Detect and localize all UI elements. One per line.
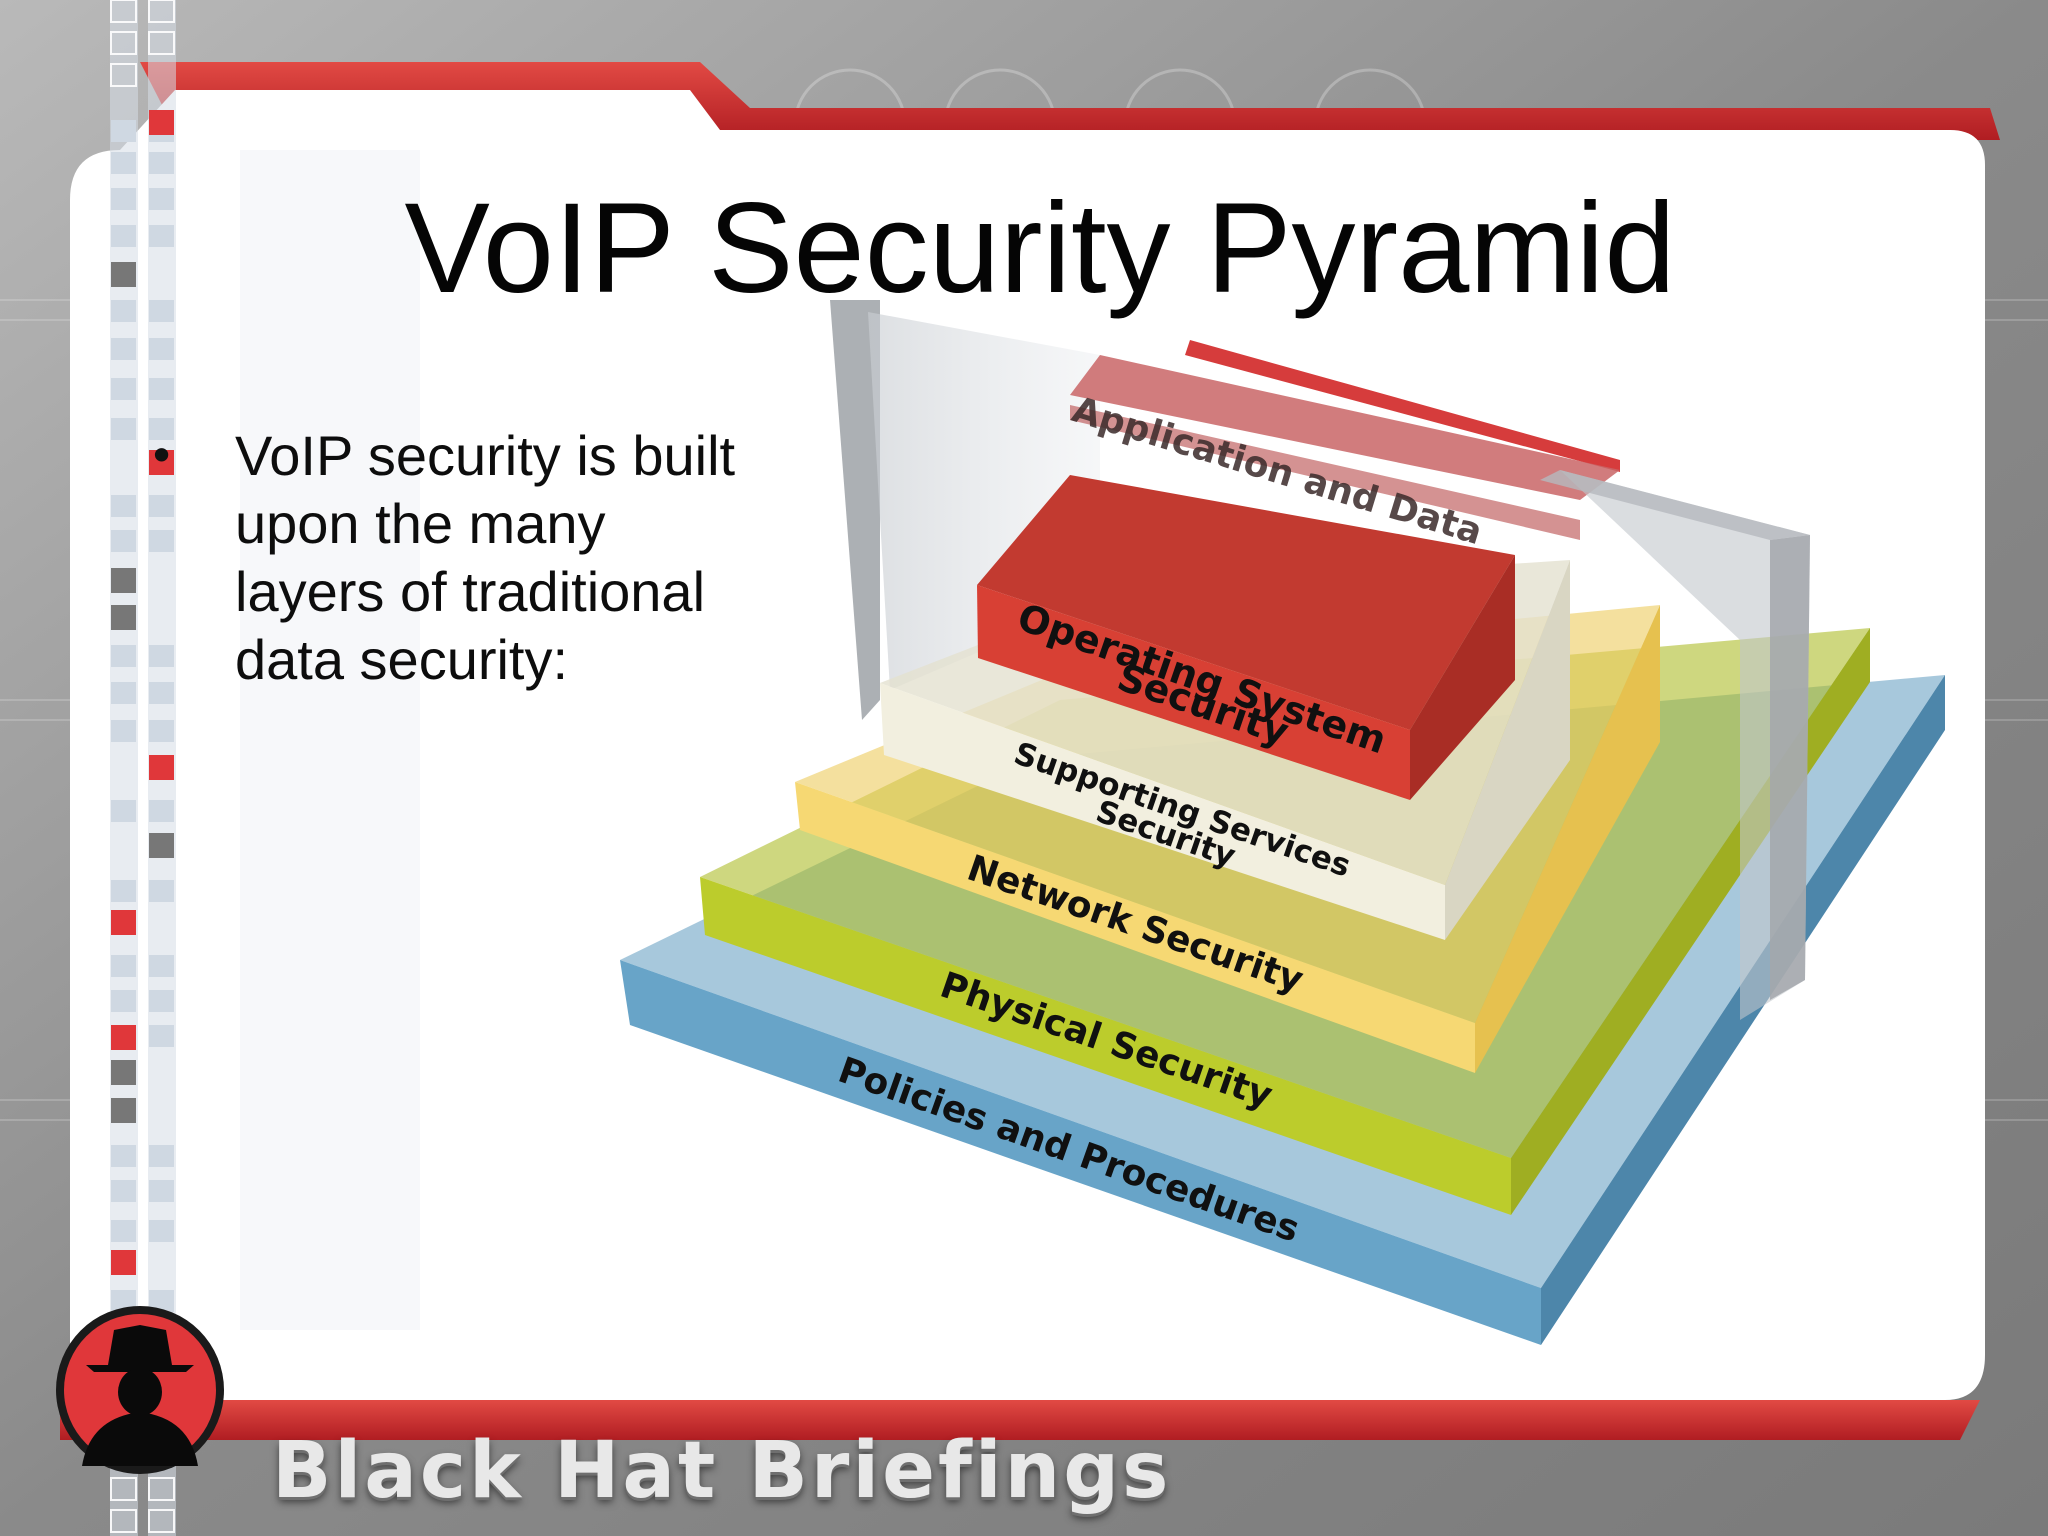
bullet-line: VoIP security is built: [235, 424, 736, 487]
black-hat-man-icon: [56, 1306, 224, 1474]
layer-application-and-data: [1070, 340, 1620, 540]
decorative-block-strip: [110, 0, 176, 1536]
layer-operating-system-security: [977, 475, 1515, 800]
bullet-text: VoIP security is built upon the many lay…: [235, 422, 815, 694]
bullet-line: layers of traditional: [235, 560, 706, 623]
bullet-marker: •: [148, 429, 176, 483]
security-pyramid-diagram: Policies and Procedures Physical Securit…: [620, 300, 1945, 1345]
bullet-line: data security:: [235, 628, 569, 691]
bullet-line: upon the many: [235, 492, 606, 555]
slide-title: VoIP Security Pyramid: [404, 177, 1676, 320]
brand-name: Black Hat Briefings: [272, 1426, 1172, 1516]
